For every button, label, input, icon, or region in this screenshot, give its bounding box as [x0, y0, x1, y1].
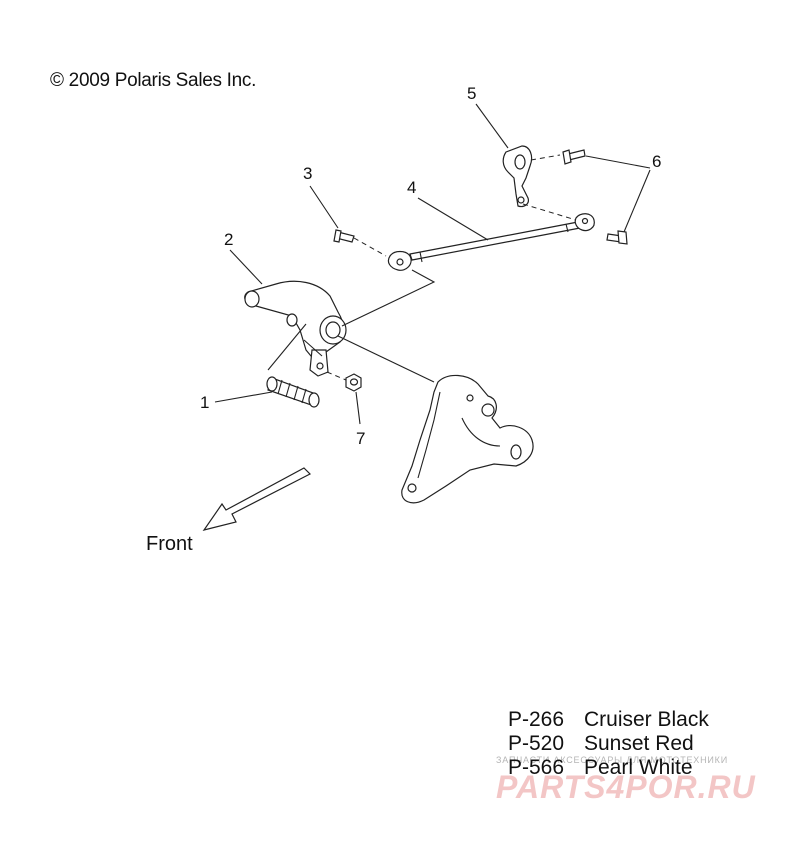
color-code: P-566 — [508, 756, 565, 779]
color-row: P-566 Pearl White — [508, 756, 709, 780]
color-name: Cruiser Black — [584, 708, 709, 731]
watermark-tagline: ЗАПЧАСТИ АКСЕССУАРЫ ДЛЯ МОТОТЕХНИКИ — [496, 755, 728, 765]
part-2-shift-lever — [244, 280, 347, 377]
copyright-text: © 2009 Polaris Sales Inc. — [50, 70, 257, 91]
callout-7: 7 — [356, 429, 365, 448]
part-1-shift-peg — [266, 376, 320, 408]
front-label: Front — [146, 533, 193, 555]
color-code: P-266 — [508, 708, 565, 731]
part-6-bolts — [562, 149, 628, 245]
callout-5: 5 — [467, 84, 476, 103]
callout-4: 4 — [407, 178, 416, 197]
callout-numbers: 1 2 3 4 5 6 7 — [200, 84, 661, 448]
color-row: P-520 Sunset Red — [508, 732, 709, 756]
part-3-bolt — [333, 229, 355, 243]
color-name: Sunset Red — [584, 732, 694, 755]
color-code-list: P-266 Cruiser Black P-520 Sunset Red P-566… — [508, 708, 709, 780]
color-code: P-520 — [508, 732, 565, 755]
watermark: ЗАПЧАСТИ АКСЕССУАРЫ ДЛЯ МОТОТЕХНИКИ PART… — [496, 755, 796, 805]
part-4-linkage-rod — [387, 213, 595, 271]
mounting-bracket — [401, 374, 534, 504]
part-7-nut — [345, 373, 362, 392]
front-arrow — [202, 467, 312, 531]
callout-1: 1 — [200, 393, 209, 412]
callout-6: 6 — [652, 152, 661, 171]
part-5-shift-arm — [502, 145, 533, 208]
leader-lines — [214, 103, 651, 425]
color-row: P-266 Cruiser Black — [508, 708, 709, 732]
color-name: Pearl White — [584, 756, 693, 779]
watermark-logo: PARTS4POR.RU — [496, 769, 756, 805]
callout-2: 2 — [224, 230, 233, 249]
callout-3: 3 — [303, 164, 312, 183]
